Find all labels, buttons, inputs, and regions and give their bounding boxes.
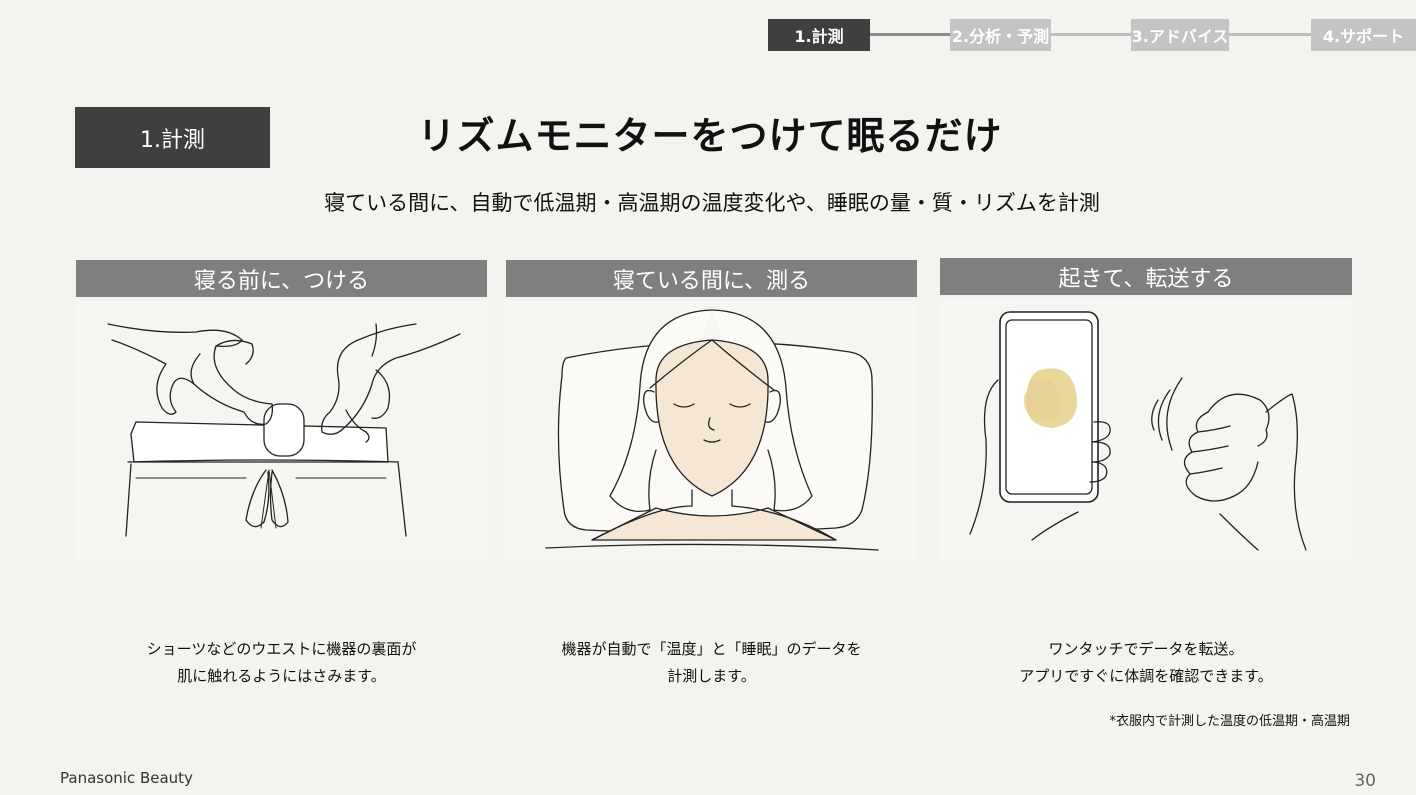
description-line: 機器が自動で「温度」と「睡眠」のデータを [561, 640, 862, 658]
illustration-sleeping [506, 300, 917, 562]
column-description-attach: ショーツなどのウエストに機器の裏面が 肌に触れるようにはさみます。 [76, 636, 487, 690]
column-description-transfer: ワンタッチでデータを転送。 アプリですぐに体調を確認できます。 [940, 636, 1352, 690]
column-header-transfer: 起きて、転送する [940, 258, 1352, 295]
description-line: 計測します。 [667, 667, 756, 685]
progress-connector [1051, 33, 1131, 36]
page-title: リズムモニターをつけて眠るだけ [417, 114, 1003, 158]
progress-step-support[interactable]: 4.サポート [1311, 19, 1416, 51]
progress-step-measure[interactable]: 1.計測 [768, 19, 870, 51]
page-subtitle: 寝ている間に、自動で低温期・高温期の温度変化や、睡眠の量・質・リズムを計測 [324, 191, 1100, 215]
progress-connector [870, 33, 950, 36]
description-line: アプリですぐに体調を確認できます。 [1019, 667, 1273, 685]
description-line: ワンタッチでデータを転送。 [1048, 640, 1244, 658]
progress-step-advice[interactable]: 3.アドバイス [1131, 19, 1229, 51]
brand-logo: Panasonic Beauty [60, 769, 193, 787]
page-number: 30 [1354, 771, 1376, 791]
illustration-transfer [940, 300, 1352, 562]
progress-connector [1229, 33, 1311, 36]
column-header-measure: 寝ている間に、測る [506, 260, 917, 297]
footnote: *衣服内で計測した温度の低温期・高温期 [1109, 714, 1350, 729]
progress-step-analysis[interactable]: 2.分析・予測 [950, 19, 1051, 51]
description-line: 肌に触れるようにはさみます。 [177, 667, 386, 685]
column-description-measure: 機器が自動で「温度」と「睡眠」のデータを 計測します。 [506, 636, 917, 690]
description-line: ショーツなどのウエストに機器の裏面が [146, 640, 417, 658]
illustration-attach-device [76, 300, 487, 562]
column-header-attach: 寝る前に、つける [76, 260, 487, 297]
section-tag: 1.計測 [75, 107, 270, 168]
